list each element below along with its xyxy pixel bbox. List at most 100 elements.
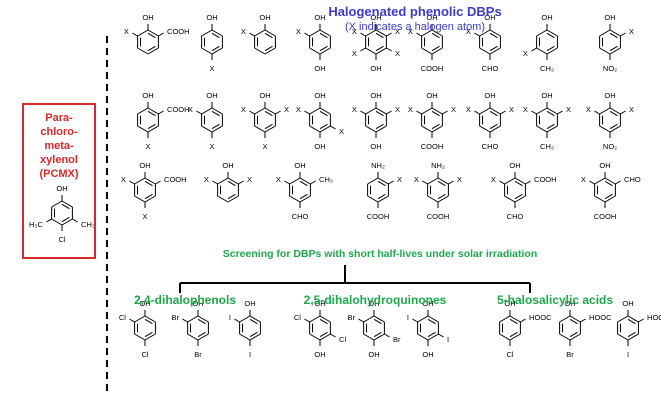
atom-label: X — [408, 27, 413, 36]
ring-bond — [499, 315, 511, 323]
atom-label: OH — [509, 161, 520, 170]
ring-bond — [627, 315, 639, 323]
atom-label: COOH — [421, 142, 444, 151]
double-bond — [377, 180, 386, 187]
atom-label: COOH — [167, 105, 190, 114]
atom-label: Cl — [339, 335, 346, 344]
atom-label: I — [407, 313, 409, 322]
ring-bond — [211, 107, 223, 115]
ring-bond — [319, 315, 331, 323]
atom-label: HOOC — [589, 313, 612, 322]
ring-bond — [489, 125, 501, 133]
atom-label: OH — [139, 161, 150, 170]
substituent-bond — [360, 32, 366, 37]
atom-label: OH — [56, 184, 67, 193]
ring-bond — [147, 47, 159, 55]
ring-bond — [134, 195, 146, 203]
substituent-bond — [500, 110, 506, 115]
ring-bond — [509, 333, 521, 341]
ring-bond — [504, 177, 516, 185]
substituent-bond — [284, 180, 290, 185]
atom-label: COOH — [594, 212, 617, 221]
ring-bond — [499, 333, 511, 341]
atom-label: OH — [370, 64, 381, 73]
ring-bond — [201, 125, 213, 133]
atom-label: OH — [541, 13, 552, 22]
atom-label: OH — [206, 13, 217, 22]
ring-bond — [367, 195, 379, 203]
ring-bond — [627, 333, 639, 341]
atom-label: OH — [484, 13, 495, 22]
ring-bond — [599, 107, 611, 115]
double-bond — [609, 123, 618, 130]
double-bond — [144, 331, 153, 338]
double-bond — [211, 123, 220, 130]
atom-label: X — [586, 105, 591, 114]
double-bond — [147, 45, 156, 52]
double-bond — [264, 32, 273, 39]
substituent-bond — [358, 318, 364, 323]
double-bond — [546, 123, 555, 130]
double-bond — [377, 193, 386, 200]
double-bond — [147, 32, 156, 39]
ring-bond — [319, 29, 331, 37]
ring-bond — [375, 107, 387, 115]
atom-label: OH — [426, 13, 437, 22]
ring-bond — [299, 195, 311, 203]
ring-bond — [546, 125, 558, 133]
atom-label: OH — [139, 299, 150, 308]
ring-bond — [211, 47, 223, 55]
atom-label: X — [629, 27, 634, 36]
atom-label: Br — [194, 350, 202, 359]
ring-bond — [147, 125, 159, 133]
atom-label: X — [451, 105, 456, 114]
atom-label: X — [457, 175, 462, 184]
substituent-bond — [234, 318, 240, 323]
double-bond — [144, 318, 153, 325]
ring-bond — [431, 107, 443, 115]
atom-label: OH — [604, 91, 615, 100]
atom-label: I — [249, 350, 251, 359]
substituent-bond — [416, 32, 422, 37]
ring-bond — [504, 195, 516, 203]
ring-bond — [289, 177, 301, 185]
ring-bond — [227, 195, 239, 203]
substituent-bond — [238, 180, 244, 185]
atom-label: X — [352, 49, 357, 58]
double-bond — [197, 331, 206, 338]
atom-label: OH — [206, 91, 217, 100]
ring-bond — [437, 177, 449, 185]
substituent-bond — [132, 32, 138, 37]
ring-bond — [546, 29, 558, 37]
substituent-bond — [310, 180, 316, 185]
ring-bond — [147, 29, 159, 37]
atom-label: OH — [314, 91, 325, 100]
ring-bond — [254, 47, 266, 55]
substituent-bond — [212, 180, 218, 185]
substituent-bond — [620, 110, 626, 115]
atom-label: Br — [393, 335, 401, 344]
substituent-bond — [594, 110, 600, 115]
atom-label: X — [145, 142, 150, 151]
substituent-bond — [360, 110, 366, 115]
atom-label: X — [395, 105, 400, 114]
atom-label: HOOC — [529, 313, 552, 322]
ring-bond — [239, 333, 251, 341]
double-bond — [514, 193, 523, 200]
double-bond — [249, 331, 258, 338]
atom-label: OH — [504, 299, 515, 308]
atom-label: X — [352, 105, 357, 114]
atom-label: OH — [314, 13, 325, 22]
ring-bond — [144, 333, 156, 341]
atom-label: OH — [368, 350, 379, 359]
ring-bond — [309, 315, 321, 323]
double-bond — [431, 45, 440, 52]
ring-bond — [609, 47, 621, 55]
